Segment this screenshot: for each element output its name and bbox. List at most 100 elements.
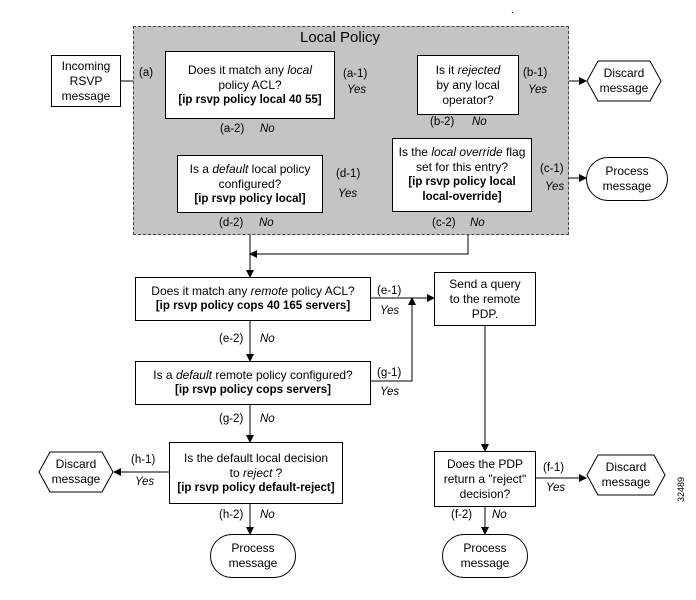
decision-remote-acl: Does it match any remote policy ACL? [ip… — [135, 277, 371, 321]
answer-h2: No — [260, 509, 275, 521]
q-d-post2: configured? — [218, 176, 282, 191]
answer-e2: No — [260, 333, 275, 345]
q-h-pre2: to — [229, 465, 243, 480]
q-c-command-1: [ip rsvp policy local — [408, 176, 516, 188]
q-b-post2: operator? — [442, 92, 494, 107]
answer-d2: No — [259, 217, 274, 229]
discard-b-line-2: message — [599, 81, 649, 95]
q-f-line-2: return a "reject" — [443, 471, 527, 486]
q-a-pre: Does it match any — [187, 62, 288, 77]
q-h-post: ? — [272, 465, 283, 480]
hexagon-shape — [586, 454, 666, 496]
incoming-line-3: message — [61, 88, 111, 103]
discard-f-line-1: Discard — [605, 460, 647, 474]
process-message-c: Process message — [586, 157, 668, 201]
edge-label-e2: (e-2) — [219, 333, 244, 345]
q-h-command: [ip rsvp policy default-reject] — [177, 481, 335, 494]
decision-pdp-reject: Does the PDP return a "reject" decision? — [434, 451, 536, 507]
edge-label-f1: (f-1) — [543, 462, 565, 474]
decision-local-acl: Does it match any local policy ACL? [ip … — [165, 51, 335, 119]
process-h-line-1: Process — [231, 541, 275, 555]
edge-label-d1: (d-1) — [336, 168, 361, 180]
q-g-em: default — [175, 368, 212, 382]
q-c-command-2: local-override] — [422, 191, 502, 203]
q-e-pre: Does it match any — [151, 284, 251, 298]
q-c-post: flag — [502, 145, 526, 159]
q-a-post: policy ACL? — [218, 77, 282, 92]
q-c-post2: set for this entry? — [415, 160, 509, 174]
edge-label-g2: (g-2) — [219, 413, 244, 425]
stray-mark: . — [511, 5, 514, 16]
answer-b1: Yes — [528, 84, 548, 96]
edge-label-c1: (c-1) — [540, 163, 564, 175]
answer-h1: Yes — [135, 476, 155, 488]
discard-h-line-2: message — [51, 472, 101, 486]
discard-h-line-1: Discard — [55, 457, 97, 471]
process-message-h: Process message — [210, 534, 296, 578]
q-d-command: [ip rsvp policy local] — [194, 192, 306, 205]
q-g-pre: Is a — [153, 368, 176, 382]
answer-c2: No — [470, 217, 485, 229]
hexagon-shape — [586, 60, 662, 102]
edge-label-g1: (g-1) — [377, 367, 402, 379]
edge-label-a2: (a-2) — [220, 123, 245, 135]
q-e-command: [ip rsvp policy cops 40 165 servers] — [155, 300, 351, 312]
decision-rejected-by-operator: Is it rejected by any local operator? — [417, 55, 519, 115]
answer-g2: No — [260, 413, 275, 425]
edge-label-a: (a) — [139, 67, 154, 79]
q-f-line-3: decision? — [459, 486, 511, 501]
figure-id: 32489 — [676, 476, 686, 502]
process-c-line-2: message — [602, 179, 652, 193]
edge-label-b2: (b-2) — [430, 116, 455, 128]
q-e-post: policy ACL? — [288, 284, 355, 298]
incoming-line-2: RSVP — [69, 73, 103, 88]
answer-a1: Yes — [347, 84, 367, 96]
local-policy-title: Local Policy — [300, 29, 381, 46]
q-g-post: remote policy configured? — [211, 368, 353, 382]
decision-local-override: Is the local override flag set for this … — [392, 138, 532, 212]
answer-d1: Yes — [338, 188, 358, 200]
answer-a2: No — [260, 123, 275, 135]
answer-f1: Yes — [546, 482, 566, 494]
send-query-line-3: PDP. — [471, 306, 499, 321]
send-query-line-1: Send a query — [449, 276, 521, 291]
q-h-em: reject — [242, 465, 273, 480]
q-c-em: local override — [431, 145, 503, 159]
q-f-line-1: Does the PDP — [446, 456, 524, 471]
process-f-line-1: Process — [463, 541, 507, 555]
answer-c1: Yes — [545, 181, 565, 193]
process-h-line-2: message — [228, 556, 278, 570]
send-query-remote-pdp: Send a query to the remote PDP. — [434, 272, 536, 326]
edge-label-e1: (e-1) — [377, 285, 402, 297]
answer-b2: No — [472, 116, 487, 128]
decision-default-remote-policy: Is a default remote policy configured? [… — [135, 361, 371, 405]
edge-label-c2: (c-2) — [432, 217, 456, 229]
send-query-line-2: to the remote — [449, 291, 521, 306]
discard-message-h: Discard message — [38, 451, 114, 493]
decision-default-local-policy: Is a default local policy configured? [i… — [177, 155, 323, 213]
q-b-pre: Is it — [435, 62, 458, 77]
answer-f2: No — [492, 509, 507, 521]
q-g-command: [ip rsvp policy cops servers] — [175, 384, 331, 396]
process-message-f: Process message — [442, 534, 528, 578]
hexagon-shape — [38, 451, 114, 493]
discard-message-b: Discard message — [586, 60, 662, 102]
decision-default-reject: Is the default local decision to reject … — [169, 442, 343, 504]
q-d-em: default — [212, 161, 249, 176]
edge-label-h1: (h-1) — [131, 454, 156, 466]
q-b-post: by any local — [436, 77, 500, 92]
discard-message-f: Discard message — [586, 454, 666, 496]
incoming-rsvp-message: Incoming RSVP message — [51, 55, 121, 107]
discard-b-line-1: Discard — [603, 66, 645, 80]
q-c-pre: Is the — [398, 145, 432, 159]
q-h-pre: Is the default local decision — [183, 450, 329, 465]
q-b-em: rejected — [457, 62, 501, 77]
edge-label-a1: (a-1) — [343, 68, 368, 80]
process-c-line-1: Process — [605, 164, 649, 178]
process-f-line-2: message — [460, 556, 510, 570]
edge-label-f2: (f-2) — [451, 509, 473, 521]
q-a-command: [ip rsvp policy local 40 55] — [178, 93, 322, 106]
discard-f-line-2: message — [601, 475, 651, 489]
incoming-line-1: Incoming — [61, 58, 111, 73]
edge-label-h2: (h-2) — [219, 509, 244, 521]
